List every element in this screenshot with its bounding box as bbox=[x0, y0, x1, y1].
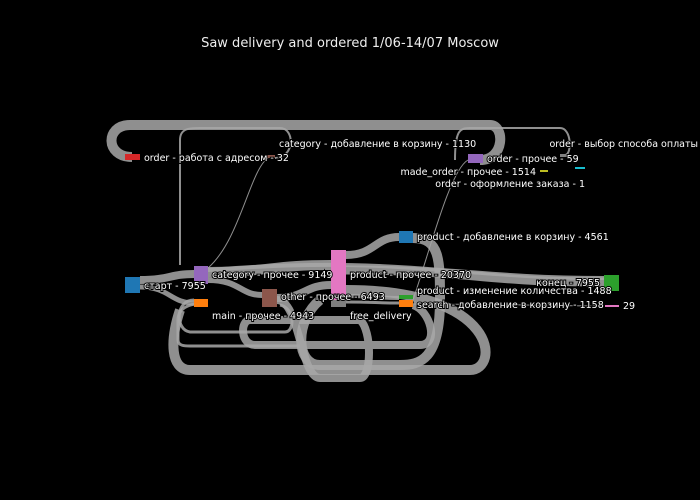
node-order_other[interactable] bbox=[468, 154, 483, 163]
node-prod_add[interactable] bbox=[399, 231, 413, 243]
link[interactable] bbox=[345, 265, 605, 287]
node-label: product - прочее - 20370 bbox=[350, 270, 471, 281]
link[interactable] bbox=[412, 303, 605, 307]
chart-title: Saw delivery and ordered 1/06-14/07 Mosc… bbox=[201, 36, 499, 51]
link[interactable] bbox=[179, 127, 292, 265]
link[interactable] bbox=[207, 157, 269, 269]
node-label: product - добавление в корзину - 4561 bbox=[417, 232, 609, 243]
node-prod_other[interactable] bbox=[331, 250, 346, 300]
link[interactable] bbox=[207, 277, 263, 298]
links bbox=[106, 120, 605, 382]
node-labels: старт - 7955 category - прочее - 9149 main… bbox=[143, 138, 699, 323]
node-prod_change[interactable] bbox=[399, 295, 413, 299]
node-label: product - изменение количества - 1488 bbox=[417, 286, 612, 297]
link[interactable] bbox=[168, 285, 491, 375]
node-cat_other[interactable] bbox=[194, 266, 208, 284]
node-label: 29 bbox=[623, 301, 635, 312]
node-label: конец - 7955 bbox=[536, 278, 600, 289]
node-label: order - работа с адресом - 32 bbox=[144, 153, 289, 164]
node-other_other[interactable] bbox=[262, 289, 277, 307]
node-label: other - прочее - 6493 bbox=[281, 292, 385, 303]
node-label: старт - 7955 bbox=[144, 281, 206, 292]
node-order_checkout[interactable] bbox=[575, 167, 585, 169]
link[interactable] bbox=[412, 159, 469, 301]
node-label: order - выбор способа оплаты bbox=[549, 139, 698, 150]
node-small_pink[interactable] bbox=[605, 305, 619, 307]
node-label: category - прочее - 9149 bbox=[212, 270, 332, 281]
link[interactable] bbox=[106, 120, 506, 165]
link[interactable] bbox=[177, 298, 294, 334]
link[interactable] bbox=[345, 300, 400, 305]
node-end[interactable] bbox=[604, 275, 619, 291]
nodes bbox=[125, 154, 619, 307]
node-label: order - прочее - 59 bbox=[487, 154, 579, 165]
node-made_order[interactable] bbox=[540, 170, 548, 172]
node-label: search - добавление в корзину - 1158 bbox=[417, 300, 604, 311]
link[interactable] bbox=[345, 233, 400, 259]
node-label: made_order - прочее - 1514 bbox=[400, 167, 536, 178]
link[interactable] bbox=[139, 270, 195, 284]
node-label: order - оформление заказа - 1 bbox=[435, 179, 585, 190]
link[interactable] bbox=[454, 127, 571, 161]
node-order_pay[interactable] bbox=[560, 154, 570, 157]
node-search_add[interactable] bbox=[399, 300, 413, 307]
link[interactable] bbox=[239, 296, 435, 382]
node-label: category - добавление в корзину - 1130 bbox=[279, 139, 476, 150]
node-cat_add[interactable] bbox=[265, 155, 275, 158]
link[interactable] bbox=[176, 301, 300, 348]
link[interactable] bbox=[207, 262, 605, 280]
node-label: main - прочее - 4943 bbox=[212, 311, 314, 322]
link[interactable] bbox=[276, 281, 332, 302]
node-main_other[interactable] bbox=[194, 299, 208, 307]
node-free_delivery[interactable] bbox=[331, 300, 346, 307]
node-label: free_delivery bbox=[350, 311, 412, 322]
node-start[interactable] bbox=[125, 277, 140, 293]
node-order_addr[interactable] bbox=[125, 154, 140, 160]
